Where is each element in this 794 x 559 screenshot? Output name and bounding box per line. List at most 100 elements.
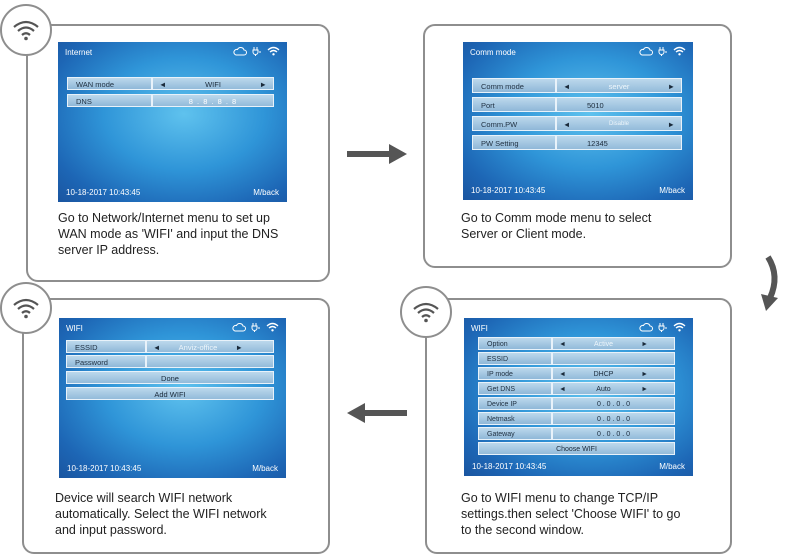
back-label[interactable]: M/back	[252, 464, 278, 473]
gateway-label: Gateway	[478, 427, 552, 440]
netmask-row[interactable]: Netmask 0 . 0 . 0 . 0	[478, 412, 675, 425]
wifi-signal-icon	[673, 46, 686, 56]
choose-wifi-row[interactable]: Choose WIFI	[478, 442, 675, 455]
add-wifi-row[interactable]: Add WIFI	[66, 387, 274, 400]
plug-icon	[658, 47, 667, 56]
caption-line: automatically. Select the WIFI network	[55, 507, 267, 521]
essid-row[interactable]: ESSID ◄ Anviz-office ►	[66, 340, 274, 353]
password-label: Password	[66, 355, 146, 368]
wifi-badge-icon	[0, 4, 52, 56]
wifi-signal-icon	[266, 322, 279, 332]
done-button[interactable]: Done	[66, 371, 274, 384]
screen-title: Internet	[65, 48, 93, 57]
choose-wifi-button[interactable]: Choose WIFI	[478, 442, 675, 455]
ip-mode-label: IP mode	[478, 367, 552, 380]
option-label: Option	[478, 337, 552, 350]
arrow-right-glyph[interactable]: ►	[641, 386, 648, 393]
dns-row[interactable]: DNS 8 . 8 . 8 . 8	[67, 94, 274, 107]
back-label[interactable]: M/back	[253, 188, 279, 197]
arrow-right-glyph[interactable]: ►	[235, 343, 243, 352]
back-label[interactable]: M/back	[659, 186, 685, 195]
option-row[interactable]: Option ◄Active►	[478, 337, 675, 350]
caption-line: and input password.	[55, 523, 167, 537]
netmask-value[interactable]: 0 . 0 . 0 . 0	[552, 412, 675, 425]
arrow-left-glyph[interactable]: ◄	[153, 343, 161, 352]
arrow-right-glyph[interactable]: ►	[641, 371, 648, 378]
pw-setting-value[interactable]: 12345	[556, 135, 682, 150]
back-label[interactable]: M/back	[659, 462, 685, 471]
arrow-right-glyph[interactable]: ►	[641, 341, 648, 348]
arrow-right-glyph[interactable]: ►	[259, 80, 267, 89]
pw-setting-row[interactable]: PW Setting 12345	[472, 135, 682, 150]
comm-mode-label: Comm mode	[472, 78, 556, 93]
arrow-left-icon	[347, 403, 407, 423]
screen-title: WIFI	[66, 324, 83, 333]
get-dns-row[interactable]: Get DNS ◄Auto►	[478, 382, 675, 395]
pw-setting-label: PW Setting	[472, 135, 556, 150]
option-value[interactable]: ◄Active►	[552, 337, 675, 350]
caption-line: to the second window.	[461, 523, 584, 537]
port-label: Port	[472, 97, 556, 112]
datetime: 10-18-2017 10:43:45	[472, 462, 547, 471]
caption-line: Go to Comm mode menu to select	[461, 211, 652, 225]
device-ip-value[interactable]: 0 . 0 . 0 . 0	[552, 397, 675, 410]
wan-mode-value[interactable]: ◄ WIFI ►	[152, 77, 274, 90]
arrow-down-icon	[761, 255, 778, 311]
ip-mode-text: DHCP	[593, 371, 614, 378]
arrow-right-glyph[interactable]: ►	[667, 82, 675, 91]
comm-mode-value[interactable]: ◄server►	[556, 78, 682, 93]
caption-line: server IP address.	[58, 243, 160, 257]
arrow-left-glyph[interactable]: ◄	[559, 341, 566, 348]
add-wifi-button[interactable]: Add WIFI	[66, 387, 274, 400]
ip-mode-row[interactable]: IP mode ◄ DHCP ►	[478, 367, 675, 380]
screen-title: WIFI	[471, 324, 488, 333]
gateway-row[interactable]: Gateway 0 . 0 . 0 . 0	[478, 427, 675, 440]
cloud-icon	[232, 322, 246, 331]
screen-wifi-settings: WIFI Option ◄Active► ESSID IP mode ◄ DHCP…	[464, 318, 693, 476]
caption-line: WAN mode as 'WIFI' and input the DNS	[58, 227, 279, 241]
caption-wifi-network: Device will search WIFI network automati…	[55, 490, 267, 538]
datetime: 10-18-2017 10:43:45	[66, 188, 141, 197]
port-value[interactable]: 5010	[556, 97, 682, 112]
plug-icon	[658, 323, 667, 332]
comm-pw-row[interactable]: Comm.PW ◄Disable►	[472, 116, 682, 131]
caption-comm: Go to Comm mode menu to select Server or…	[461, 210, 651, 242]
cloud-icon	[233, 46, 247, 55]
password-field[interactable]	[146, 355, 274, 368]
essid-text: Anviz-office	[178, 343, 218, 352]
device-ip-row[interactable]: Device IP 0 . 0 . 0 . 0	[478, 397, 675, 410]
arrow-left-glyph[interactable]: ◄	[159, 80, 167, 89]
arrow-left-glyph[interactable]: ◄	[559, 371, 566, 378]
plug-icon	[251, 323, 260, 332]
cloud-icon	[639, 46, 653, 55]
port-row[interactable]: Port 5010	[472, 97, 682, 112]
caption-line: Server or Client mode.	[461, 227, 587, 241]
get-dns-text: Auto	[596, 386, 611, 393]
screen-wifi-network: WIFI ESSID ◄Anviz-office► Password Done …	[59, 318, 286, 478]
cloud-icon	[639, 322, 653, 331]
arrow-left-glyph[interactable]: ◄	[563, 82, 571, 91]
essid-label: ESSID	[66, 340, 146, 353]
dns-value[interactable]: 8 . 8 . 8 . 8	[152, 94, 274, 107]
wan-mode-row[interactable]: WAN mode ◄WIFI►	[67, 77, 274, 90]
datetime: 10-18-2017 10:43:45	[471, 186, 546, 195]
comm-mode-row[interactable]: Comm mode ◄server►	[472, 78, 682, 93]
essid-field[interactable]	[552, 352, 675, 365]
arrow-left-glyph[interactable]: ◄	[559, 386, 566, 393]
screen-title: Comm mode	[470, 48, 516, 57]
caption-line: Device will search WIFI network	[55, 491, 233, 505]
comm-pw-value[interactable]: ◄ Disable ►	[556, 116, 682, 131]
password-row[interactable]: Password	[66, 355, 274, 368]
ip-mode-value[interactable]: ◄ DHCP ►	[552, 367, 675, 380]
essid-value[interactable]: ◄ Anviz-office ►	[146, 340, 274, 353]
caption-internet: Go to Network/Internet menu to set up WA…	[58, 210, 278, 258]
get-dns-value[interactable]: ◄ Auto ►	[552, 382, 675, 395]
arrow-left-glyph[interactable]: ◄	[563, 120, 571, 129]
essid-row[interactable]: ESSID	[478, 352, 675, 365]
arrow-right-glyph[interactable]: ►	[667, 120, 675, 129]
gateway-value[interactable]: 0 . 0 . 0 . 0	[552, 427, 675, 440]
wan-mode-text: WIFI	[205, 80, 221, 89]
device-ip-label: Device IP	[478, 397, 552, 410]
comm-pw-text: Disable	[608, 121, 629, 127]
done-row[interactable]: Done	[66, 371, 274, 384]
